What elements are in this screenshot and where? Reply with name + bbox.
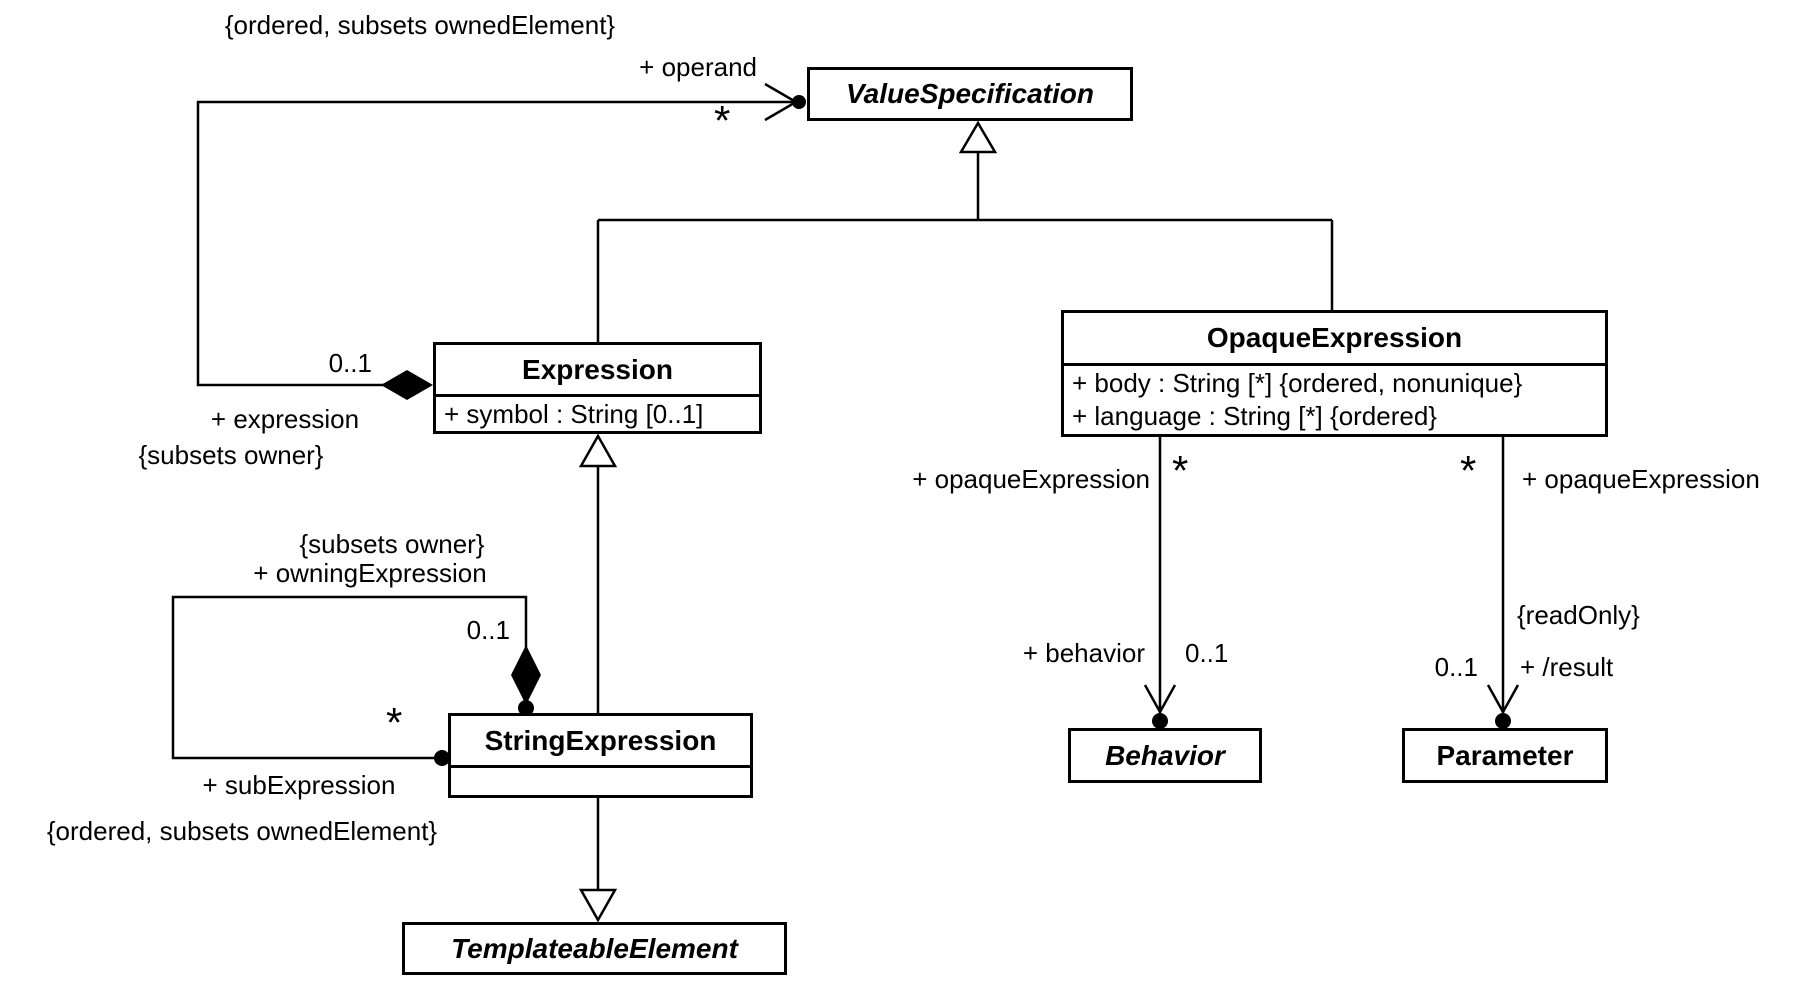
- label-behavior-opaque-multiplicity: *: [1172, 447, 1189, 494]
- class-stringexpression: StringExpression: [448, 713, 753, 798]
- class-opaqueexpression-attributes: + body : String [*] {ordered, nonunique}…: [1064, 363, 1605, 434]
- class-valuespecification: ValueSpecification: [807, 67, 1133, 121]
- label-expression-role: + expression: [210, 404, 360, 434]
- class-parameter: Parameter: [1402, 728, 1608, 783]
- composition-diamond-icon: [511, 645, 541, 705]
- edge-operand-association: [196, 82, 806, 400]
- label-behavior-multiplicity: 0..1: [1185, 638, 1229, 668]
- label-expression-multiplicity: 0..1: [328, 348, 372, 378]
- class-stringexpression-name: StringExpression: [484, 724, 717, 756]
- label-result-constraint: {readOnly}: [1517, 600, 1640, 630]
- edge-generalization-valuespecification: [596, 120, 1334, 342]
- label-result-opaque-multiplicity: *: [1460, 447, 1477, 494]
- label-subexpression-constraint: {ordered, subsets ownedElement}: [46, 816, 438, 846]
- association-end-dot-icon: [792, 95, 806, 109]
- label-owningexpression-multiplicity: 0..1: [466, 615, 510, 645]
- class-opaqueexpression: OpaqueExpression + body : String [*] {or…: [1061, 310, 1608, 437]
- label-result-multiplicity: 0..1: [1434, 652, 1478, 682]
- attribute-symbol: + symbol : String [0..1]: [444, 399, 704, 429]
- class-expression: Expression + symbol : String [0..1]: [433, 342, 762, 434]
- association-end-dot-icon: [434, 750, 450, 766]
- label-result-opaque-role: + opaqueExpression: [1522, 464, 1760, 494]
- class-behavior-name: Behavior: [1105, 739, 1225, 771]
- label-operand-constraint: {ordered, subsets ownedElement}: [224, 10, 616, 40]
- class-opaqueexpression-name: OpaqueExpression: [1206, 322, 1463, 353]
- label-owningexpression-constraint: {subsets owner}: [299, 529, 485, 559]
- class-templateableelement: TemplateableElement: [402, 922, 787, 975]
- association-end-dot-icon: [1495, 713, 1511, 729]
- attribute-language: + language : String [*] {ordered}: [1072, 401, 1437, 431]
- edge-result-association: [1486, 437, 1520, 729]
- class-parameter-name: Parameter: [1436, 739, 1574, 771]
- label-operand-role: + operand: [639, 52, 757, 82]
- generalization-triangle-icon: [578, 433, 618, 468]
- class-expression-attributes: + symbol : String [0..1]: [436, 394, 759, 431]
- class-valuespecification-name: ValueSpecification: [846, 78, 1094, 109]
- class-expression-name: Expression: [522, 353, 673, 385]
- generalization-triangle-icon: [958, 120, 998, 154]
- label-result-role: + /result: [1520, 652, 1614, 682]
- edge-subexpression-association: [171, 595, 541, 766]
- association-end-dot-icon: [1152, 713, 1168, 729]
- edge-generalization-expression: [578, 433, 618, 713]
- label-operand-multiplicity: *: [714, 97, 731, 144]
- association-end-dot-icon: [518, 700, 534, 716]
- class-templateableelement-name: TemplateableElement: [451, 932, 738, 964]
- attribute-body: + body : String [*] {ordered, nonunique}: [1072, 368, 1523, 398]
- edge-behavior-association: [1143, 437, 1177, 729]
- composition-diamond-icon: [381, 370, 433, 400]
- label-expression-constraint: {subsets owner}: [138, 440, 324, 470]
- label-subexpression-role: + subExpression: [202, 770, 396, 800]
- label-subexpression-multiplicity: *: [386, 699, 403, 746]
- label-behavior-role: + behavior: [1022, 638, 1145, 668]
- label-owningexpression-role: + owningExpression: [253, 558, 487, 588]
- class-behavior: Behavior: [1068, 728, 1262, 783]
- generalization-triangle-icon: [578, 888, 618, 923]
- class-stringexpression-attributes-empty: [451, 765, 750, 795]
- label-behavior-opaque-role: + opaqueExpression: [912, 464, 1150, 494]
- edge-generalization-templateableelement: [578, 798, 618, 923]
